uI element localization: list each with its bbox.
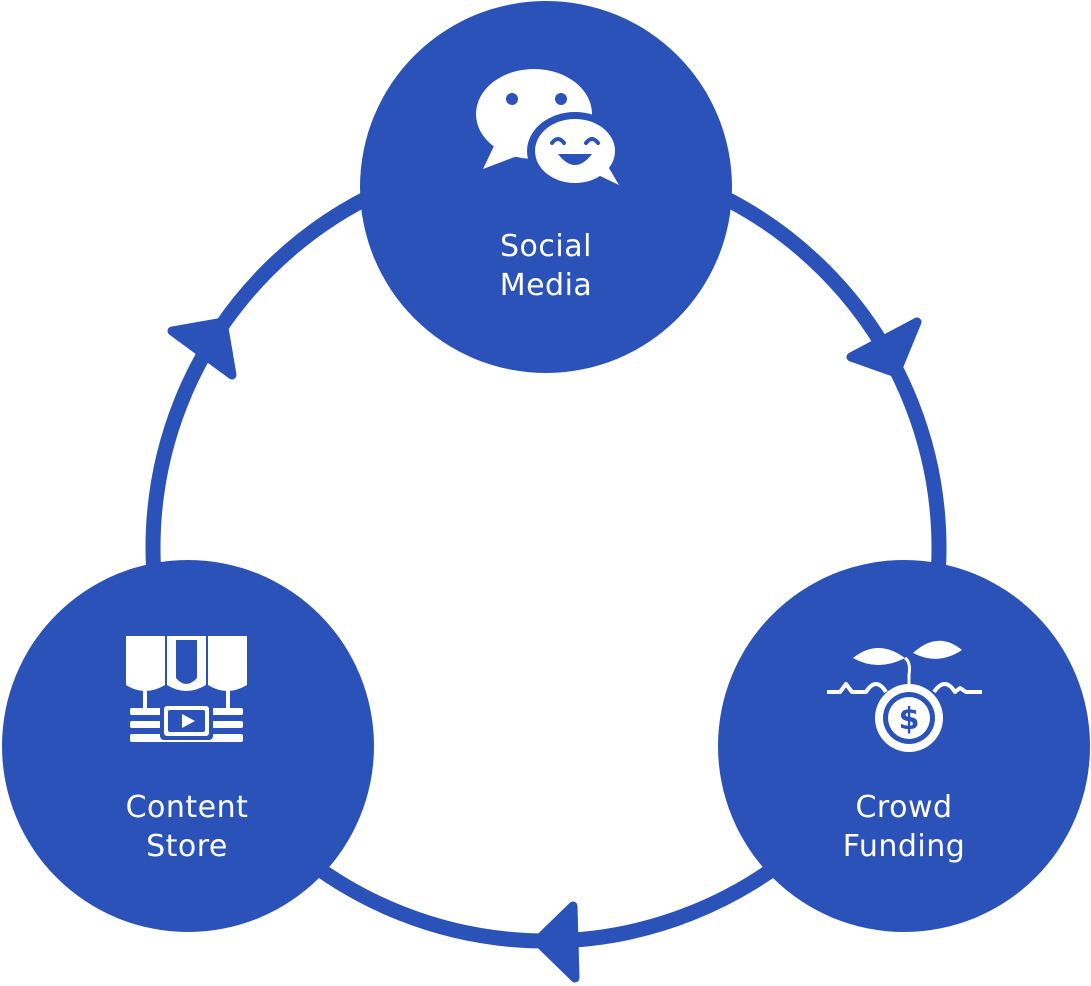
sprout-coin-icon: $ bbox=[827, 640, 982, 752]
social-media-label: Social Media bbox=[426, 227, 666, 305]
crowd-funding-label: Crowd Funding bbox=[784, 788, 1024, 866]
label-line: Media bbox=[499, 268, 593, 303]
label-line: Crowd bbox=[855, 790, 953, 825]
content-store-label: Content Store bbox=[67, 788, 307, 866]
label-line: Social bbox=[500, 229, 592, 264]
label-line: Store bbox=[146, 829, 228, 864]
label-line: Funding bbox=[842, 829, 966, 864]
arrow-social-to-crowd bbox=[846, 317, 922, 378]
storefront-video-icon bbox=[126, 636, 247, 742]
arrow-crowd-to-content bbox=[532, 901, 580, 983]
node-social-media bbox=[360, 1, 732, 373]
arrow-content-to-social bbox=[167, 317, 237, 380]
node-content-store bbox=[2, 560, 374, 932]
label-line: Content bbox=[125, 790, 249, 825]
svg-text:$: $ bbox=[899, 702, 920, 737]
chat-bubbles-icon bbox=[476, 69, 623, 190]
